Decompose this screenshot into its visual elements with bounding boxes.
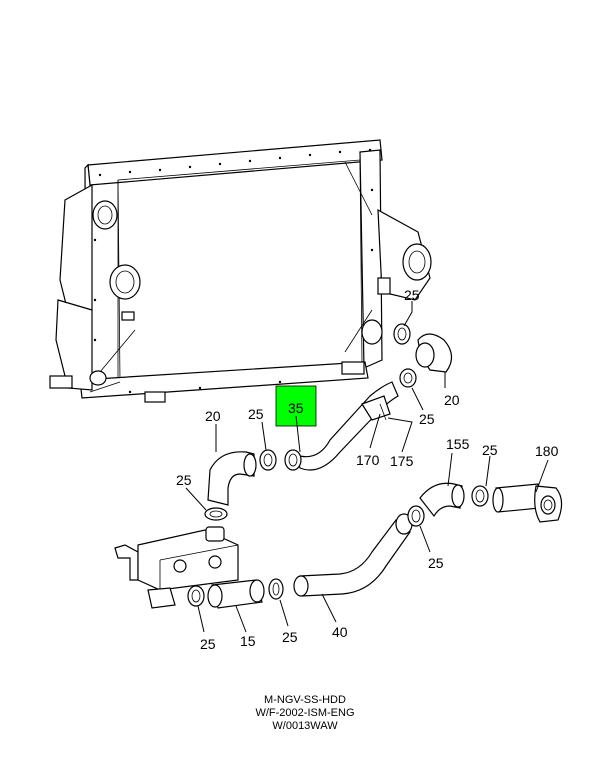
callout-20: 20 <box>205 408 221 424</box>
elbow-hose-20-left <box>207 451 255 506</box>
caption-line: W/0013WAW <box>272 720 338 732</box>
caption-line: M-NGV-SS-HDD <box>264 694 346 706</box>
callout-35: 35 <box>288 400 304 416</box>
diagram-caption: M-NGV-SS-HDD W/F-2002-ISM-ENG W/0013WAW <box>0 694 610 733</box>
elbow-155 <box>419 482 463 518</box>
long-tube-35 <box>284 381 399 471</box>
clamp-ring <box>187 585 205 607</box>
caption-line: W/F-2002-ISM-ENG <box>255 707 355 719</box>
callout-40: 40 <box>332 624 348 640</box>
lower-housing-group <box>114 526 284 609</box>
clamp-ring <box>393 323 411 345</box>
left-elbow-group <box>204 449 277 521</box>
clamp-ring <box>259 449 277 471</box>
clamp-ring <box>471 485 489 507</box>
callout-25: 25 <box>482 442 498 458</box>
radiator-assembly <box>49 139 432 403</box>
bracket-170 <box>361 395 391 421</box>
clamp-ring <box>204 507 228 521</box>
leader-lines <box>185 301 549 633</box>
callout-155: 155 <box>446 436 470 452</box>
callout-25: 25 <box>282 629 298 645</box>
callout-25: 25 <box>428 555 444 571</box>
callout-25: 25 <box>419 411 435 427</box>
upper-right-hose-group <box>393 323 453 388</box>
long-tube-40 <box>293 505 425 597</box>
callout-170: 170 <box>356 452 380 468</box>
callout-15: 15 <box>240 633 256 649</box>
callout-25: 25 <box>248 406 264 422</box>
callout-180: 180 <box>535 443 559 459</box>
callout-20: 20 <box>444 392 460 408</box>
clamp-ring <box>399 368 417 388</box>
clamp-ring <box>407 505 425 527</box>
callout-25: 25 <box>404 287 420 303</box>
highlight-box <box>275 385 317 427</box>
clamp-ring <box>268 578 284 600</box>
callout-25: 25 <box>200 636 216 652</box>
callout-175: 175 <box>390 453 414 469</box>
callout-25: 25 <box>176 472 192 488</box>
callouts: 25 20 35 20 25 25 170 175 25 155 25 180 … <box>176 287 559 652</box>
right-outlet-group <box>419 482 563 523</box>
